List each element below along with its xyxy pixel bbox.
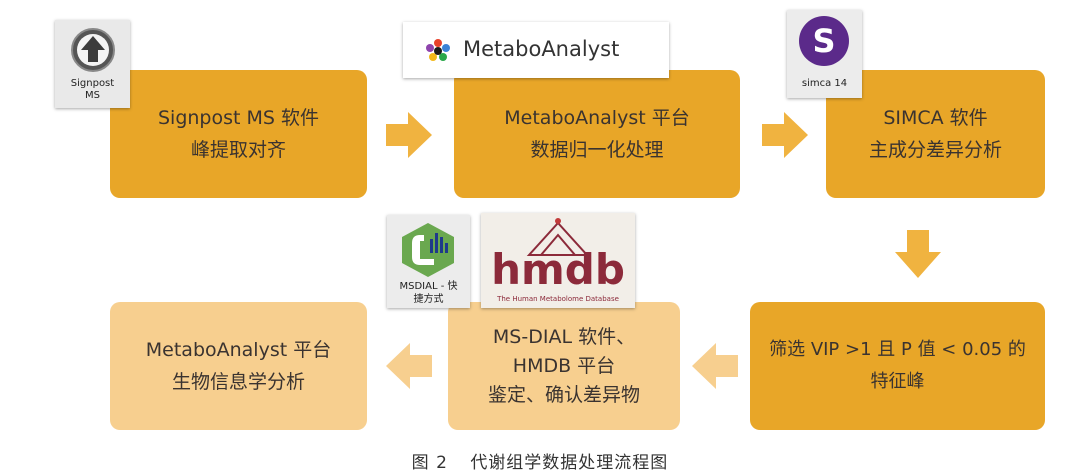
figure-title: 代谢组学数据处理流程图 (470, 453, 669, 473)
simca-step-line1: SIMCA 软件 (883, 107, 988, 129)
msdial-step-line2: HMDB 平台 (512, 354, 616, 377)
metaboanalyst-banner-text: MetaboAnalyst (463, 37, 620, 61)
simca-s-icon: S (799, 16, 849, 66)
msdial-hmdb-step-box: MS-DIAL 软件、 HMDB 平台 鉴定、确认差异物 (448, 302, 680, 430)
filter-step-line2: 特征峰 (870, 371, 925, 392)
metaboanalyst-logo-banner: MetaboAnalyst (403, 22, 669, 78)
signpost-ms-icon: Signpost MS (55, 20, 130, 108)
msdial-step-line3: 鉴定、确认差异物 (487, 383, 640, 406)
msdial-icon-label1: MSDIAL - 快 (399, 281, 458, 292)
metaboanalyst-bioinformatics-line1: MetaboAnalyst 平台 (145, 339, 332, 361)
signpost-icon-label2: MS (85, 90, 100, 101)
metaboanalyst-bioinformatics-box: MetaboAnalyst 平台 生物信息学分析 (110, 302, 367, 430)
svg-text:S: S (812, 22, 835, 60)
figure-number: 图 2 (411, 453, 448, 473)
arrow-left-icon (386, 343, 432, 389)
simca-14-icon: S simca 14 (787, 10, 862, 98)
msdial-step-line1: MS-DIAL 软件、 (492, 325, 636, 348)
signpost-step-line2: 峰提取对齐 (190, 139, 286, 161)
arrow-left-icon (692, 343, 738, 389)
simca-step-line2: 主成分差异分析 (868, 139, 1002, 161)
arrow-right-icon (762, 112, 808, 158)
signpost-icon-label1: Signpost (70, 78, 115, 89)
hmdb-logo: hmdb The Human Metabolome Database (481, 213, 635, 308)
hmdb-logo-subtitle: The Human Metabolome Database (497, 295, 619, 303)
signpost-arrow-icon (71, 28, 115, 72)
figure-caption: 图 2 代谢组学数据处理流程图 (0, 448, 1080, 473)
metaboanalyst-flower-icon (426, 39, 450, 61)
filter-step-box: 筛选 VIP >1 且 P 值 < 0.05 的 特征峰 (750, 302, 1045, 430)
metaboanalyst-normalization-line1: MetaboAnalyst 平台 (504, 107, 690, 129)
arrow-right-icon (386, 112, 432, 158)
hmdb-logo-text: hmdb (491, 245, 625, 294)
msdial-logo-icon (402, 223, 454, 277)
metaboanalyst-normalization-box: MetaboAnalyst 平台 数据归一化处理 (454, 70, 740, 198)
filter-step-line1: 筛选 VIP >1 且 P 值 < 0.05 的 (769, 339, 1026, 360)
msdial-shortcut-icon: MSDIAL - 快 捷方式 (387, 215, 470, 308)
signpost-step-line1: Signpost MS 软件 (157, 107, 319, 129)
metaboanalyst-bioinformatics-line2: 生物信息学分析 (171, 371, 305, 393)
simca-icon-label: simca 14 (801, 78, 848, 89)
hmdb-figure-icon (526, 218, 590, 256)
signpost-step-box: Signpost MS 软件 峰提取对齐 (110, 70, 367, 198)
simca-step-box: SIMCA 软件 主成分差异分析 (826, 70, 1045, 198)
msdial-icon-label2: 捷方式 (413, 294, 444, 305)
metaboanalyst-normalization-line2: 数据归一化处理 (530, 139, 664, 161)
arrow-down-icon (895, 230, 941, 278)
